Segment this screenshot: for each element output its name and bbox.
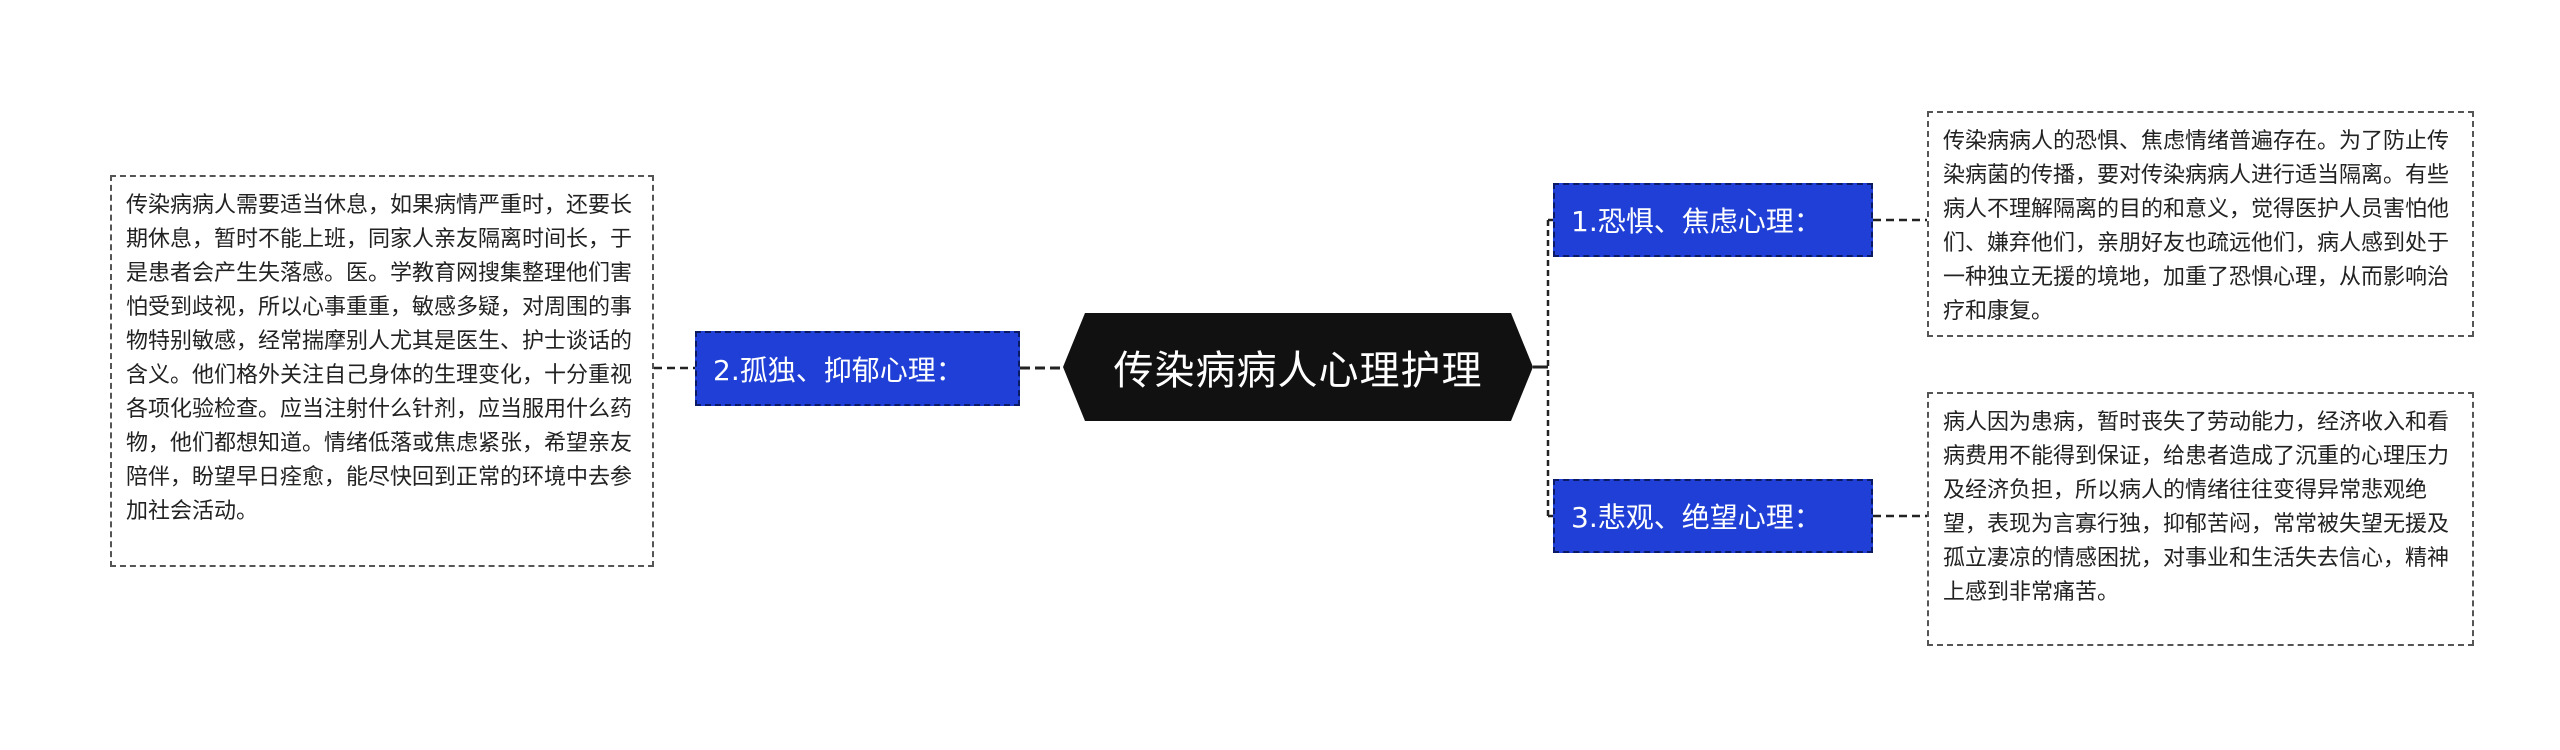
central-topic[interactable]: 传染病病人心理护理 xyxy=(1063,313,1533,421)
branch-label: 1.恐惧、焦虑心理： xyxy=(1571,205,1822,238)
branch-pessimism-despair[interactable]: 3.悲观、绝望心理： xyxy=(1553,479,1873,553)
branch-loneliness-depression[interactable]: 2.孤独、抑郁心理： xyxy=(695,331,1020,406)
branch-label: 2.孤独、抑郁心理： xyxy=(713,353,964,387)
detail-text: 传染病病人需要适当休息，如果病情严重时，还要长期休息，暂时不能上班，同家人亲友隔… xyxy=(126,193,633,524)
detail-text: 病人因为患病，暂时丧失了劳动能力，经济收入和看病费用不能得到保证，给患者造成了沉… xyxy=(1943,410,2450,605)
detail-loneliness-depression[interactable]: 传染病病人需要适当休息，如果病情严重时，还要长期休息，暂时不能上班，同家人亲友隔… xyxy=(110,175,654,567)
detail-text: 传染病病人的恐惧、焦虑情绪普遍存在。为了防止传染病菌的传播，要对传染病病人进行适… xyxy=(1943,129,2450,324)
branch-label: 3.悲观、绝望心理： xyxy=(1571,501,1822,534)
branch-fear-anxiety[interactable]: 1.恐惧、焦虑心理： xyxy=(1553,183,1873,257)
central-topic-label: 传染病病人心理护理 xyxy=(1113,348,1483,394)
detail-pessimism-despair[interactable]: 病人因为患病，暂时丧失了劳动能力，经济收入和看病费用不能得到保证，给患者造成了沉… xyxy=(1927,392,2474,646)
detail-fear-anxiety[interactable]: 传染病病人的恐惧、焦虑情绪普遍存在。为了防止传染病菌的传播，要对传染病病人进行适… xyxy=(1927,111,2474,337)
